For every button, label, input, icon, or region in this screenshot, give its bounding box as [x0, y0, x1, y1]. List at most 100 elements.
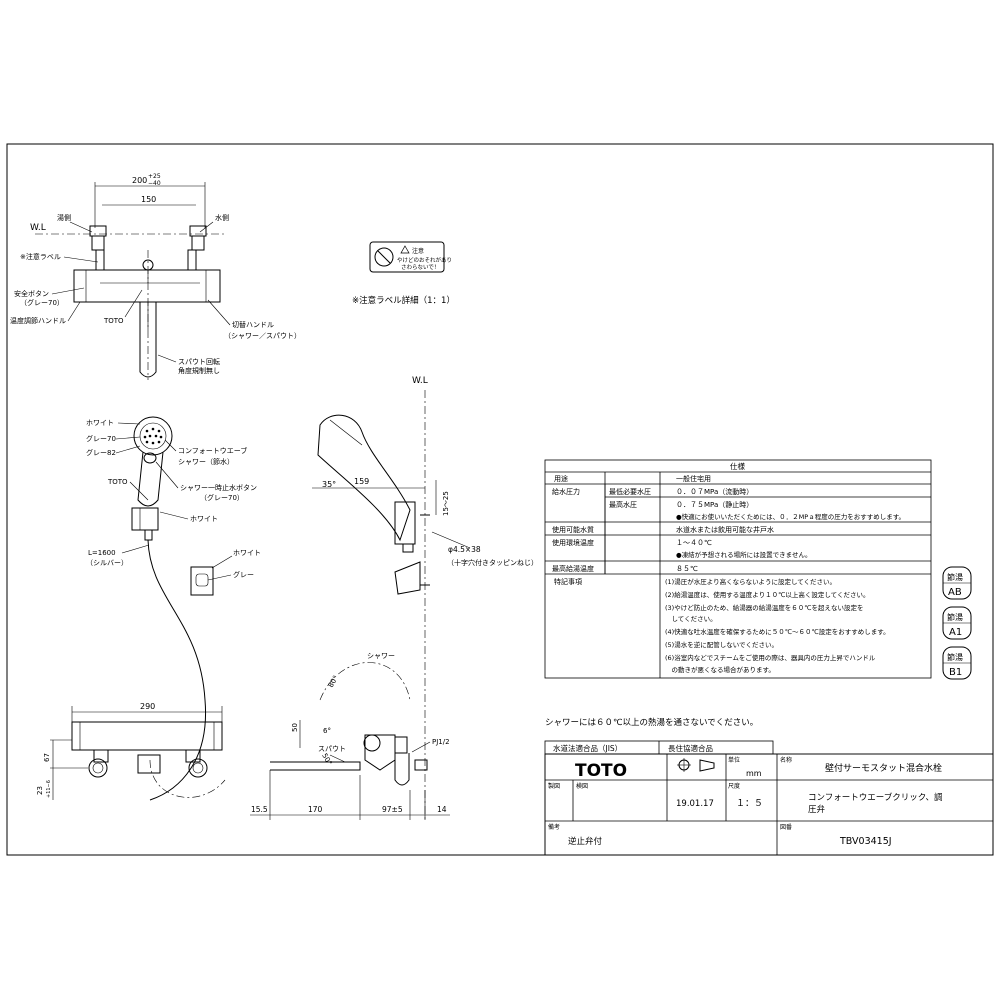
spec-row-0-label: 用途 — [554, 474, 568, 483]
spec-note-0: (1)湯圧が水圧より高くならないように設定してください。 — [665, 577, 836, 586]
shower-white-label: ホワイト — [86, 419, 114, 427]
dim-290: 290 — [140, 702, 155, 711]
angle-35: 35° — [322, 480, 336, 489]
dim-50: 50 — [291, 723, 299, 732]
shower-gray82-label: グレー82 — [86, 448, 116, 457]
note-value: 逆止弁付 — [568, 836, 603, 847]
shower-water-saving: シャワー（節水） — [178, 457, 234, 466]
hot-water-warning: シャワーには６０℃以上の熱湯を通さないでください。 — [545, 717, 758, 728]
caution-label-callout: ※注意ラベル — [20, 252, 61, 261]
dim-overall-tol-upper: +25 — [148, 173, 161, 180]
check-label: 検図 — [576, 782, 588, 790]
switch-handle-detail: （シャワー／スパウト） — [224, 332, 301, 340]
spec-row-1-label: 給水圧力 — [552, 487, 580, 496]
dim-14: 14 — [437, 805, 447, 814]
temp-handle-label: 温度調節ハンドル — [10, 316, 66, 325]
badge-0-bottom: AB — [948, 587, 962, 598]
scale-value: １：５ — [736, 799, 763, 809]
spec-note-2: (3)やけど防止のため、給湯器の給湯温度を６０℃を超えない設定を — [665, 603, 864, 612]
dim-overall-tol-lower: −40 — [148, 180, 161, 187]
side-bottom-view: シャワー 80° スパウト 50 6° 50° PJ1/2 15.5 170 9… — [250, 652, 450, 820]
badge-1-bottom: A1 — [949, 627, 962, 638]
side-view: W.L 159 35° 15〜25 φ4.5×38 （十字穴付きタッピンねじ） — [312, 376, 538, 820]
spec-table-title: 仕様 — [730, 461, 745, 471]
cold-side-label: 水側 — [215, 213, 229, 222]
spout-rotation-1: スパウト回転 — [178, 358, 220, 366]
title-block: 水道法適合品（JIS） 長住協適合品 TOTO 単位 mm 名称 壁付サーモスタ… — [544, 740, 994, 856]
safety-button-color: （グレー70） — [20, 298, 64, 307]
shower-gray70-label: グレー70 — [86, 434, 116, 443]
std1-label: 水道法適合品（JIS） — [553, 743, 622, 753]
caution-label-title: 注意 — [412, 247, 424, 255]
hose-length: L=1600 — [88, 549, 116, 557]
brand-mark-shower: TOTO — [107, 478, 128, 486]
screw-type: （十字穴付きタッピンねじ） — [447, 558, 538, 567]
hot-side-label: 湯側 — [57, 213, 71, 222]
dim-pitch: 150 — [141, 195, 156, 204]
safety-button-label: 安全ボタン — [14, 289, 49, 298]
brand-mark-top: TOTO — [103, 317, 124, 325]
unit-label: 単位 — [728, 756, 740, 764]
top-view: 200 +25 −40 150 W.L 湯側 水側 ※注意ラベル — [10, 173, 301, 380]
dim-170: 170 — [308, 805, 323, 814]
shower-stop-button-color: （グレー70） — [200, 493, 244, 502]
comfort-wave-label: コンフォートウエーブ — [178, 446, 247, 455]
toto-logo: TOTO — [575, 761, 627, 781]
spec-row-2-sub: 最高水圧 — [609, 500, 637, 509]
badge-1-top: 節湯 — [947, 612, 963, 622]
scale-label: 尺度 — [728, 782, 740, 790]
front-bottom-view: 290 67 23 +11−6 — [36, 702, 226, 800]
drawing-no-label: 図番 — [780, 824, 792, 831]
screw-spec: φ4.5×38 — [448, 545, 481, 554]
wl-label-top: W.L — [30, 223, 46, 233]
caution-detail: 注意 やけどのおそれがあり さわらないで！ ※注意ラベル詳細（1：1） — [352, 241, 455, 306]
spec-row-1-value: ０．０７MPa（流動時） — [676, 487, 753, 496]
dim-overall: 200 — [132, 176, 147, 185]
spec-note-5: (5)湯水を逆に配管しないでください。 — [665, 640, 778, 649]
dim-67: 67 — [43, 753, 51, 762]
dim-15-25: 15〜25 — [442, 491, 450, 516]
spec-row-4-value: 水道水または飲用可能な井戸水 — [676, 525, 774, 534]
shower-stop-button-label: シャワー一時止水ボタン — [180, 483, 257, 492]
spout-label: スパウト — [318, 745, 346, 753]
wl-label-side: W.L — [412, 376, 428, 386]
product-line2: 圧弁 — [808, 804, 826, 815]
spec-row-6-value: ●凍結が予想される場所には設置できません。 — [676, 550, 811, 559]
spec-table: 仕様 用途 一般住宅用 給水圧力 最低必要水圧 ０．０７MPa（流動時） 最高水… — [544, 459, 932, 679]
badges: 節湯 AB 節湯 A1 節湯 B1 — [942, 566, 972, 680]
spec-row-7-label: 最高給湯温度 — [552, 564, 594, 573]
spec-row-4-label: 使用可能水質 — [552, 525, 594, 534]
pj-label: PJ1/2 — [432, 738, 450, 746]
spec-note-3: してください。 — [665, 615, 717, 623]
unit-value: mm — [746, 769, 762, 778]
shower-view: ホワイト グレー70 グレー82 コンフォートウエーブ シャワー（節水） TOT… — [86, 416, 261, 801]
caution-label-line2: さわらないで！ — [401, 264, 439, 271]
spec-note-1: (2)給湯温度は、使用する温度より１０℃以上高く設定してください。 — [665, 590, 870, 599]
product-line1: コンフォートウエーブクリック、調 — [808, 792, 942, 803]
note-label: 備考 — [548, 823, 560, 831]
angle-50: 50° — [320, 752, 333, 767]
badge-2-bottom: B1 — [949, 667, 962, 678]
hose-color: （シルバー） — [86, 559, 128, 567]
dim-159: 159 — [354, 477, 369, 486]
angle-80: 80° — [327, 674, 340, 689]
dim-97: 97±5 — [382, 805, 403, 814]
badge-2-top: 節湯 — [947, 652, 963, 662]
dim-23: 23 — [36, 786, 44, 795]
spec-row-3-value: ●快適にお使いいただくためには、０．２MPａ程度の圧力をおすすめします。 — [676, 512, 905, 521]
spec-note-6: (6)浴室内などでスチームをご使用の際は、器具内の圧力上昇でハンドル — [665, 653, 876, 662]
spec-row-0-value: 一般住宅用 — [676, 474, 711, 483]
sheet-border — [6, 143, 994, 856]
shower-direction-label: シャワー — [367, 652, 395, 660]
angle-6: 6° — [323, 727, 331, 735]
std2-label: 長住協適合品 — [668, 743, 713, 753]
spec-notes-label: 特記事項 — [554, 577, 582, 586]
spec-row-5-label: 使用環境温度 — [552, 538, 594, 547]
drawing-date: 19.01.17 — [676, 799, 714, 809]
name-label: 名称 — [780, 756, 792, 764]
holder-white-label: ホワイト — [233, 549, 261, 557]
spec-row-5-value: １〜４０℃ — [676, 539, 712, 547]
switch-handle-label: 切替ハンドル — [232, 320, 274, 329]
holder-gray-label: グレー — [233, 570, 254, 579]
